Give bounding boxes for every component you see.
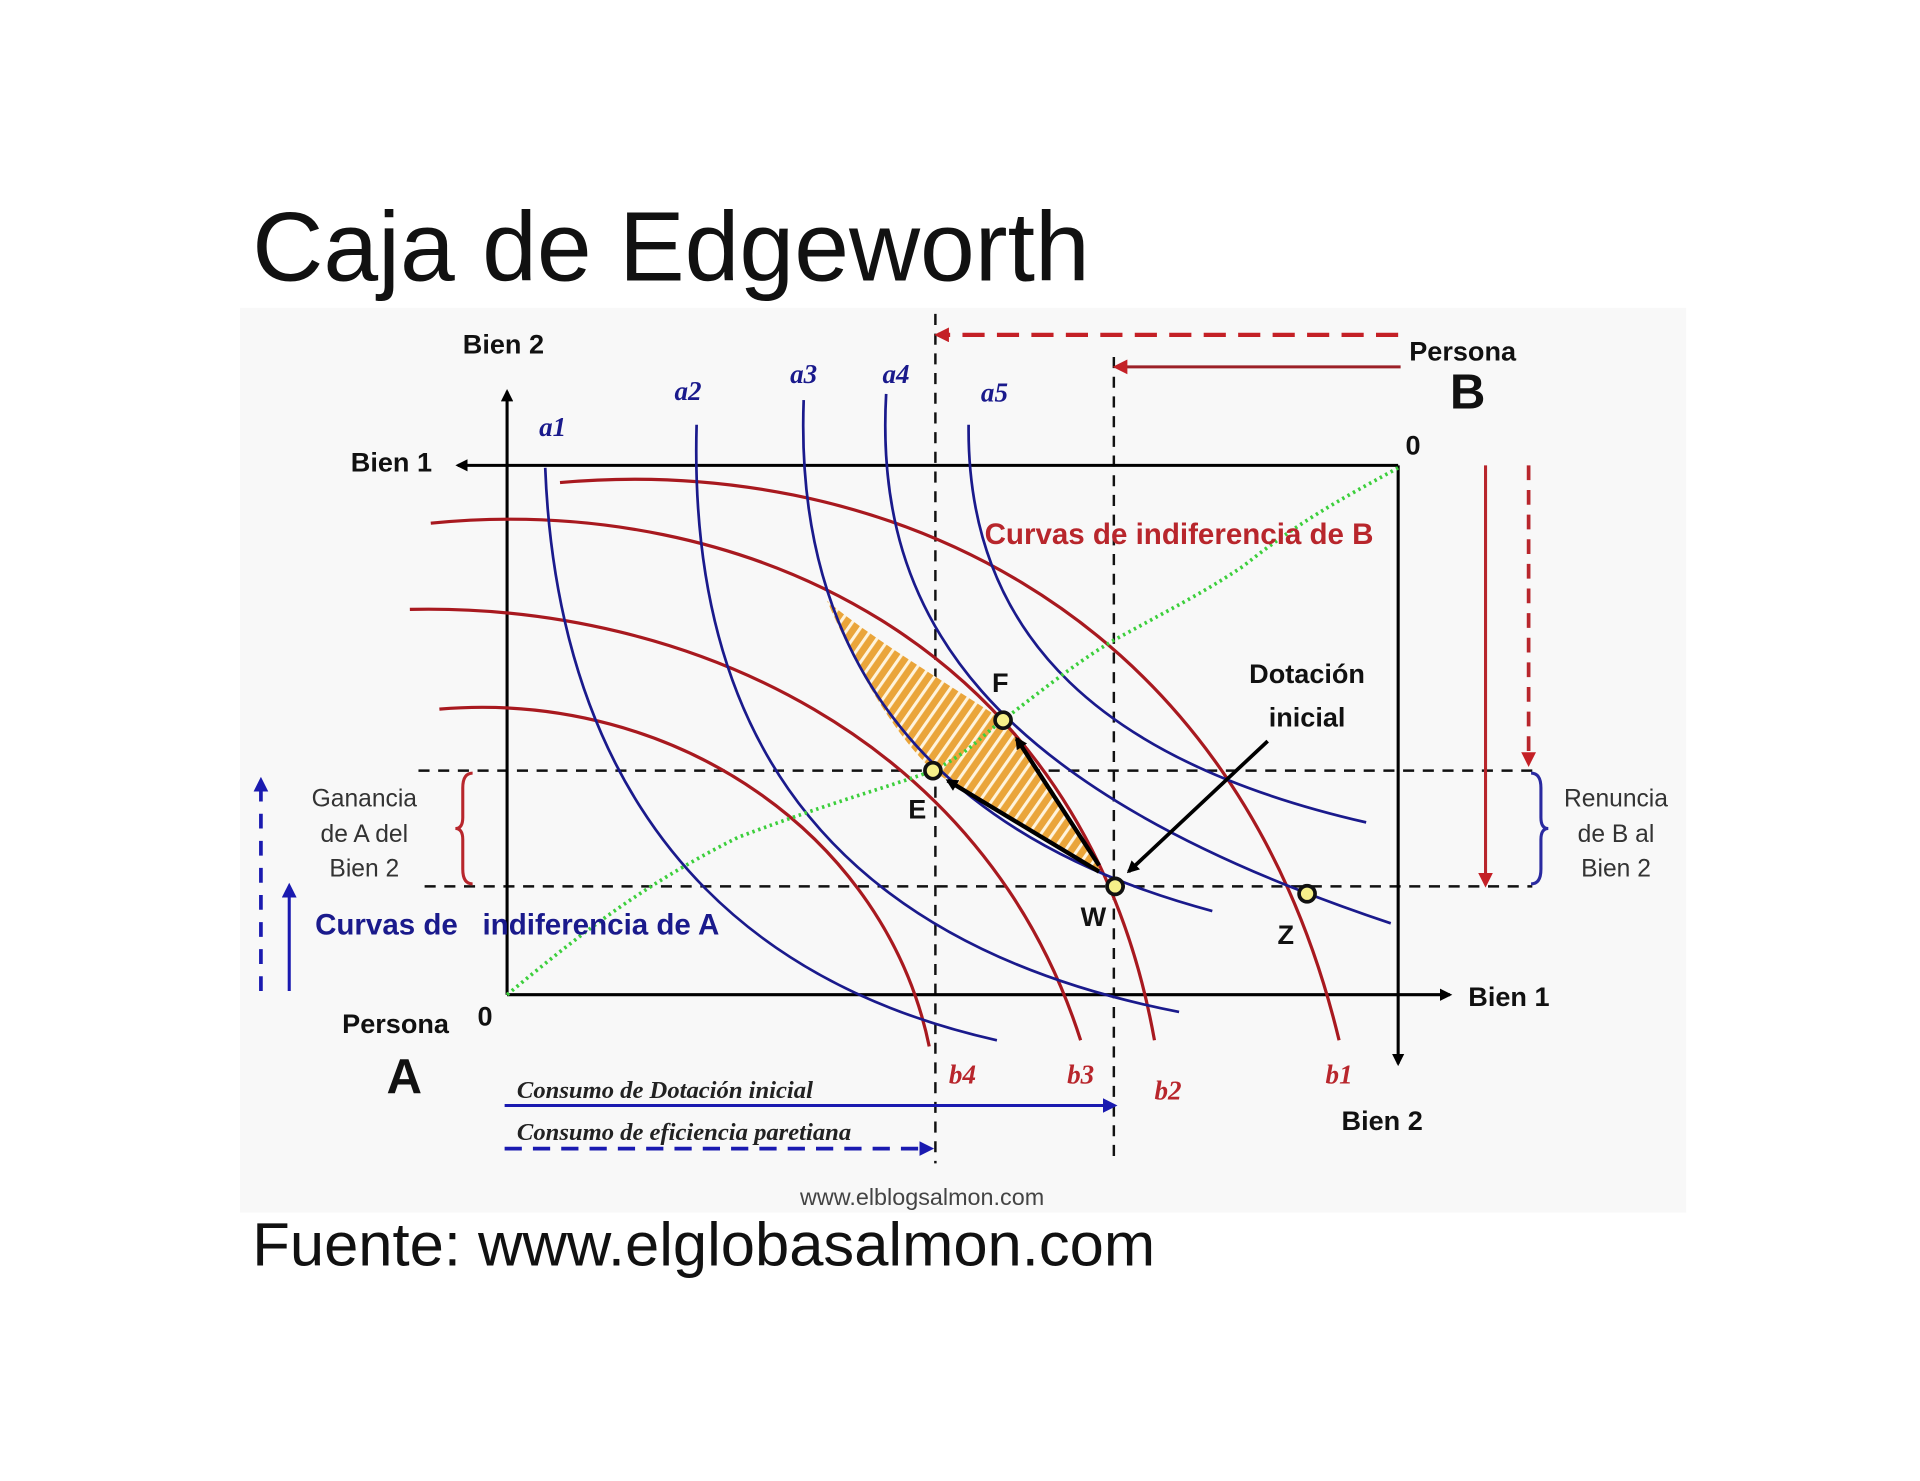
endowment-label-line1: Dotación [1249,658,1365,689]
pareto-improvement-region [827,600,1102,872]
arrow-endowment [1126,739,1269,874]
axis-b-bien2-label: Bien 2 [1342,1105,1423,1136]
watermark: www.elblogsalmon.com [799,1184,1044,1210]
contract-curve [505,466,1400,997]
curve-b3-label: b3 [1067,1059,1094,1089]
curve-b2-label: b2 [1154,1075,1181,1105]
persona-b-label: Persona [1409,336,1517,367]
point-f [993,710,1013,731]
axis-a-bien2-label: Bien 2 [463,328,544,359]
curve-a5-label: a5 [981,377,1008,407]
point-f-label: F [992,667,1009,698]
curve-b4-label: b4 [949,1059,976,1089]
curve-b1-label: b1 [1326,1059,1353,1089]
curve-a3 [801,400,1213,913]
consumption-endowment-label: Consumo de Dotación inicial [517,1077,813,1104]
page-title: Caja de Edgeworth [252,192,1089,302]
point-z-label: Z [1278,919,1295,950]
curve-a2-label: a2 [674,376,701,406]
curve-b2 [430,517,1157,1041]
curve-b3 [409,607,1083,1041]
loss-b-line3: Bien 2 [1581,856,1651,883]
gain-a-line2: de A del [321,821,409,848]
endowment-label-line2: inicial [1269,701,1346,732]
legend-curves-b: Curvas de indiferencia de B [985,518,1374,551]
loss-b-line2: de B al [1578,821,1655,848]
brace-gain-a [455,771,473,886]
consumption-pareto-label: Consumo de eficiencia paretiana [517,1119,851,1146]
arrow-w-to-f [1014,736,1101,867]
curve-a1 [543,467,998,1042]
curve-a4-label: a4 [882,359,909,389]
point-w-label: W [1081,901,1107,932]
curve-b4 [439,705,931,1047]
axis-b-bien1-label: Bien 1 [351,447,432,478]
loss-b-line1: Renuncia [1564,785,1668,812]
brace-loss-b [1530,771,1549,886]
point-w [1105,876,1125,897]
persona-b-letter: B [1450,365,1486,420]
gain-a-line3: Bien 2 [329,856,399,883]
source-caption: Fuente: www.elglobasalmon.com [252,1211,1155,1280]
curve-a4 [883,393,1392,925]
point-e [923,760,943,781]
arrow-w-to-e [945,778,1101,874]
curve-a1-label: a1 [539,412,566,442]
persona-a-letter: A [386,1049,422,1104]
axis-a-bien1-label: Bien 1 [1468,981,1549,1012]
curve-a3-label: a3 [790,359,817,389]
origin-a: 0 [478,1000,493,1031]
gain-a-line1: Ganancia [312,785,418,812]
origin-b: 0 [1406,429,1421,460]
curve-a2 [694,424,1180,1014]
curve-a5 [967,424,1367,824]
point-e-label: E [908,794,926,825]
persona-a-label: Persona [342,1008,450,1039]
legend-curves-a: Curvas de indiferencia de A [315,908,719,941]
point-z [1297,883,1317,904]
